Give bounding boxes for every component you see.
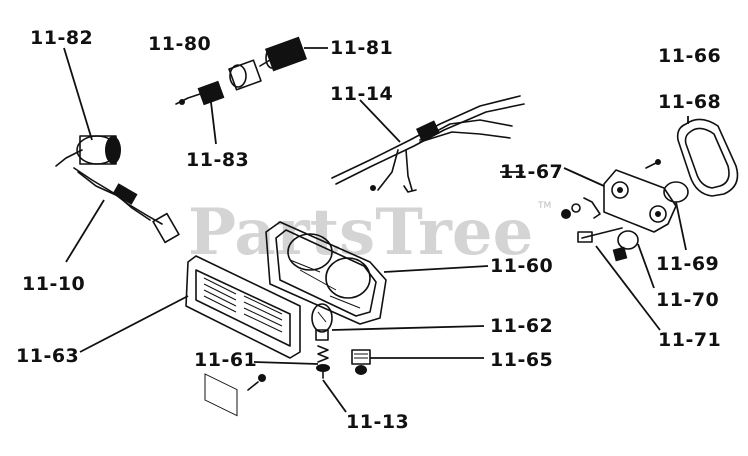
- part-wire-harness-11-14: [331, 95, 525, 193]
- part-tail-light-assembly: [561, 118, 739, 262]
- part-small-bulb-11-65: [351, 349, 371, 375]
- callout-11-66: 11-66: [658, 45, 721, 67]
- callout-labels: 11-82 11-80 11-81 11-83 11-14 11-66 11-6…: [16, 27, 721, 433]
- callout-11-10: 11-10: [22, 273, 85, 295]
- watermark-trademark: TM: [537, 201, 551, 211]
- callout-11-68: 11-68: [658, 91, 721, 113]
- callout-11-82: 11-82: [30, 27, 93, 49]
- leader-11-67: [563, 167, 605, 187]
- leader-11-63: [79, 295, 189, 353]
- callout-11-14: 11-14: [330, 83, 393, 105]
- part-bulb-11-62: [311, 303, 333, 341]
- leader-11-61: [253, 361, 319, 365]
- leader-11-69: [675, 201, 687, 251]
- callout-11-60: 11-60: [490, 255, 553, 277]
- part-screw: [247, 374, 266, 391]
- part-lens-grille-11-63: [185, 255, 301, 417]
- callout-11-80: 11-80: [148, 33, 211, 55]
- callout-11-70: 11-70: [656, 289, 719, 311]
- callout-11-81: 11-81: [330, 37, 393, 59]
- callout-11-83: 11-83: [186, 149, 249, 171]
- leader-11-60: [383, 265, 489, 273]
- leader-11-82: [63, 47, 93, 141]
- part-light-housing-11-60: [265, 221, 387, 325]
- leader-11-62: [331, 325, 485, 331]
- callout-11-62: 11-62: [490, 315, 553, 337]
- leader-lines: [63, 47, 689, 413]
- part-spring-socket: [316, 345, 330, 379]
- leader-11-13: [322, 379, 347, 413]
- callout-11-67: 11-67: [500, 161, 563, 183]
- callout-11-65: 11-65: [490, 349, 553, 371]
- callout-11-69: 11-69: [656, 253, 719, 275]
- watermark-text: PartsTree: [188, 195, 533, 270]
- callout-11-61: 11-61: [194, 349, 257, 371]
- leader-11-71: [595, 245, 661, 331]
- callout-11-71: 11-71: [658, 329, 721, 351]
- leader-11-83: [209, 93, 217, 145]
- callout-11-63: 11-63: [16, 345, 79, 367]
- leader-11-70: [637, 243, 655, 289]
- part-coil-11-82: [55, 135, 121, 167]
- part-wire-connector-11-10: [73, 167, 180, 244]
- leader-11-10: [65, 199, 105, 263]
- part-plug-assembly: [175, 36, 308, 106]
- callout-11-13: 11-13: [346, 411, 409, 433]
- leader-11-14: [359, 99, 401, 143]
